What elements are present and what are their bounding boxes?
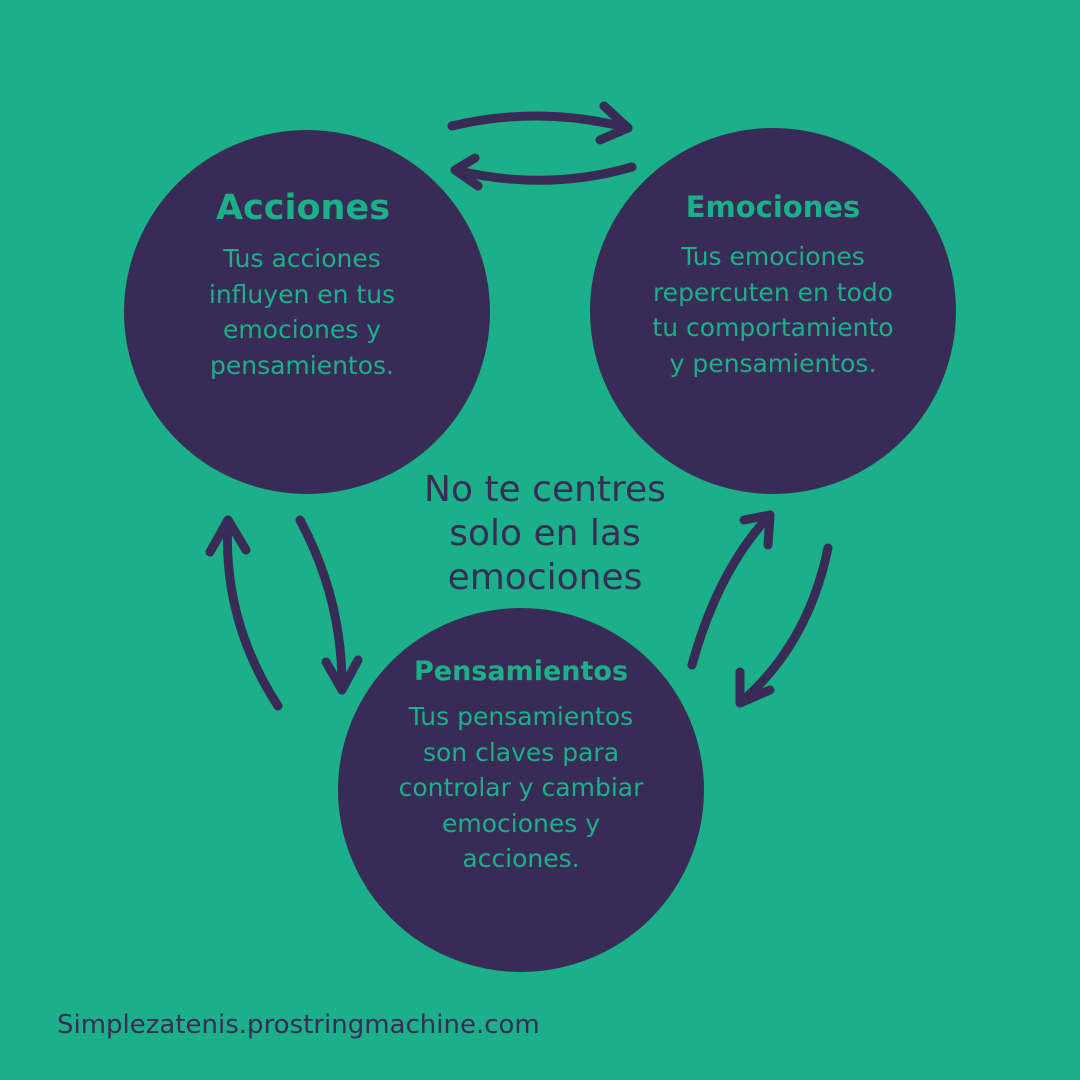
arrow-pensamientos-to-emociones: [687, 510, 775, 670]
arrow-acciones-to-pensamientos: [295, 515, 363, 695]
arrow-emociones-to-pensamientos: [735, 543, 833, 708]
footer-url: Simplezatenis.prostringmachine.com: [57, 1010, 540, 1040]
arrow-emociones-to-acciones: [450, 153, 637, 191]
emociones-description: Tus emociones repercuten en todo tu comp…: [652, 242, 894, 378]
emociones-title: Emociones: [685, 190, 861, 224]
acciones-description: Tus acciones influyen en tus emociones y…: [208, 244, 396, 380]
emociones-circle: Emociones Tus emociones repercuten en to…: [590, 128, 956, 494]
center-message: No te centres solo en las emociones: [424, 469, 666, 598]
pensamientos-description: Tus pensamientos son claves para control…: [398, 702, 644, 873]
arrow-pensamientos-to-acciones: [205, 515, 283, 711]
pensamientos-circle: Pensamientos Tus pensamientos son claves…: [338, 608, 704, 972]
pensamientos-title: Pensamientos: [413, 656, 629, 687]
acciones-title: Acciones: [215, 188, 391, 228]
arrow-acciones-to-emociones: [447, 101, 633, 145]
acciones-circle: Acciones Tus acciones influyen en tus em…: [124, 130, 490, 494]
